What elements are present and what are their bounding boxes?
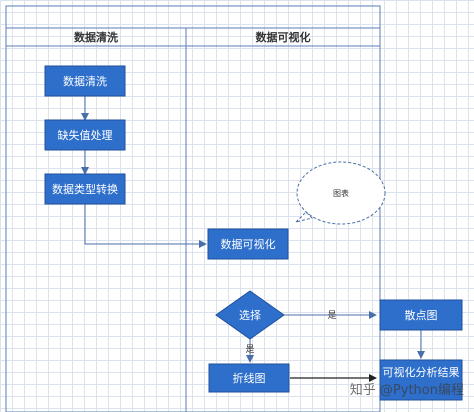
node-select-label: 选择 [239, 308, 261, 322]
watermark: 知乎 @Python编程 [349, 383, 464, 398]
swimlane-pool: 数据清洗 数据可视化 [5, 5, 381, 412]
node-line[interactable]: 折线图 [208, 363, 290, 393]
node-missing[interactable]: 缺失值处理 [44, 119, 126, 151]
node-scatter[interactable]: 散点图 [379, 299, 463, 331]
node-clean-label: 数据清洗 [63, 74, 107, 88]
callout-bubble [296, 161, 386, 225]
node-convert[interactable]: 数据类型转换 [44, 173, 126, 205]
node-result[interactable]: 可视化分析结果 [379, 359, 463, 401]
node-select[interactable]: 选择 [215, 290, 285, 340]
node-visualize-label: 数据可视化 [221, 237, 276, 251]
node-visualize[interactable]: 数据可视化 [207, 228, 289, 260]
callout-text: 图表 [333, 188, 349, 198]
node-result-label: 可视化分析结果 [383, 365, 460, 379]
edge-label-yes-down: 是 [245, 344, 254, 355]
node-line-label: 折线图 [233, 371, 266, 385]
node-missing-label: 缺失值处理 [58, 128, 113, 142]
node-convert-label: 数据类型转换 [52, 182, 118, 196]
edge-label-yes-right: 是 [327, 310, 336, 321]
chart-callout: 图表 [294, 161, 386, 225]
node-scatter-label: 散点图 [405, 308, 438, 322]
pool-border [5, 5, 381, 412]
lane-title-visualization: 数据可视化 [256, 30, 311, 44]
callout-tail [294, 211, 313, 223]
lane-title-cleaning: 数据清洗 [74, 30, 118, 44]
node-clean[interactable]: 数据清洗 [44, 65, 126, 97]
edges: 是 是 [81, 96, 425, 382]
edge-convert-visualize [84, 204, 207, 248]
